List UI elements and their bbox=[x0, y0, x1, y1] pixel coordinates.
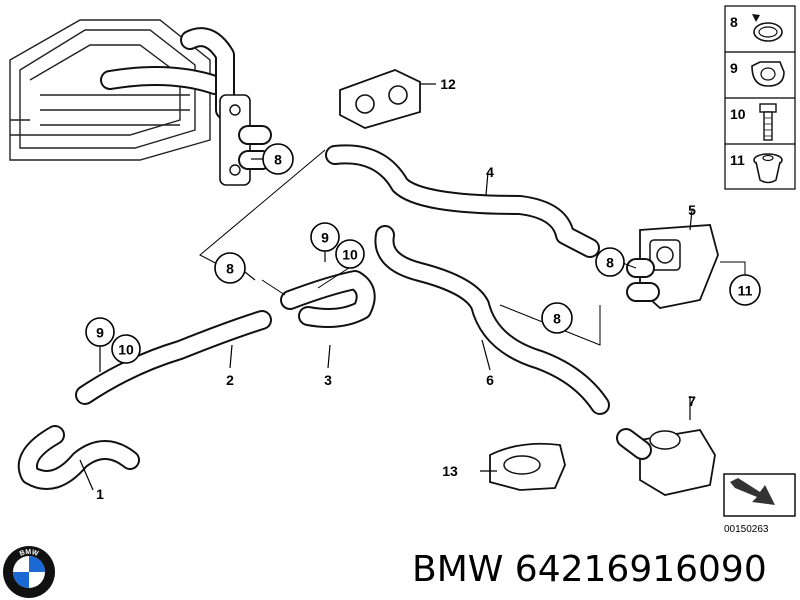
hose-1 bbox=[17, 425, 140, 490]
grommet-icon bbox=[753, 153, 783, 184]
callout-number: 8 bbox=[553, 311, 561, 327]
part-label-6: 6 bbox=[486, 372, 494, 388]
callout-circle bbox=[310, 222, 340, 252]
orientation-arrow-box bbox=[723, 473, 796, 517]
water-pump-7 bbox=[616, 428, 716, 496]
callout-number: 8 bbox=[274, 152, 282, 168]
callout-number: 8 bbox=[606, 255, 614, 271]
legend-number-10: 10 bbox=[730, 106, 746, 122]
fastener-legend: 8 9 10 11 bbox=[724, 5, 796, 190]
part-number-caption: BMW 64216916090 bbox=[412, 549, 767, 590]
callout-10: 10 bbox=[335, 239, 365, 269]
callout-number: 10 bbox=[342, 247, 358, 263]
hose-clamp-icon bbox=[752, 14, 783, 42]
hose-3 bbox=[280, 270, 376, 328]
callout-number: 9 bbox=[96, 325, 104, 341]
callout-10: 10 bbox=[111, 334, 141, 364]
bmw-logo-icon: BMW bbox=[3, 546, 55, 598]
callout-8: 8 bbox=[595, 247, 625, 277]
callout-8: 8 bbox=[214, 252, 246, 284]
callout-layer: 8 8 9 10 9 10 8 8 11 bbox=[85, 143, 761, 364]
callout-8: 8 bbox=[541, 302, 573, 334]
callout-number: 10 bbox=[118, 342, 134, 358]
callout-circle bbox=[729, 274, 761, 306]
hose-6 bbox=[374, 225, 610, 415]
part-label-12: 12 bbox=[440, 76, 456, 92]
heater-core bbox=[9, 19, 272, 186]
part-label-4: 4 bbox=[486, 164, 494, 180]
part-label-3: 3 bbox=[324, 372, 332, 388]
callout-circle bbox=[595, 247, 625, 277]
bmw-logo-lettering: BMW bbox=[19, 549, 40, 558]
callout-8: 8 bbox=[262, 143, 294, 175]
callout-circle bbox=[214, 252, 246, 284]
callout-circle bbox=[335, 239, 365, 269]
callout-11: 11 bbox=[729, 274, 761, 306]
callout-circle bbox=[541, 302, 573, 334]
callout-9: 9 bbox=[310, 222, 340, 252]
valve-5 bbox=[626, 224, 719, 309]
part-label-7: 7 bbox=[688, 393, 696, 409]
callout-circle bbox=[85, 317, 115, 347]
part-label-13: 13 bbox=[442, 463, 458, 479]
hex-bolt-icon bbox=[759, 103, 777, 141]
callout-number: 8 bbox=[226, 261, 234, 277]
callout-9: 9 bbox=[85, 317, 115, 347]
cable-clip-icon bbox=[751, 61, 785, 87]
callout-number: 11 bbox=[738, 283, 753, 299]
callout-number: 9 bbox=[321, 230, 329, 246]
mounting-bracket-13 bbox=[489, 442, 566, 491]
hose-4 bbox=[325, 144, 600, 258]
legend-number-8: 8 bbox=[730, 14, 738, 30]
legend-number-11: 11 bbox=[730, 152, 745, 168]
callout-circle bbox=[262, 143, 294, 175]
part-label-1: 1 bbox=[96, 486, 104, 502]
direction-arrow-icon bbox=[730, 478, 775, 505]
diagram-id: 00150263 bbox=[724, 524, 769, 535]
part-label-2: 2 bbox=[226, 372, 234, 388]
hose-2 bbox=[75, 310, 272, 405]
legend-number-9: 9 bbox=[730, 60, 738, 76]
leader-lines bbox=[79, 83, 693, 491]
part-label-5: 5 bbox=[688, 202, 696, 218]
flange-bracket-12 bbox=[339, 69, 421, 129]
callout-circle bbox=[111, 334, 141, 364]
